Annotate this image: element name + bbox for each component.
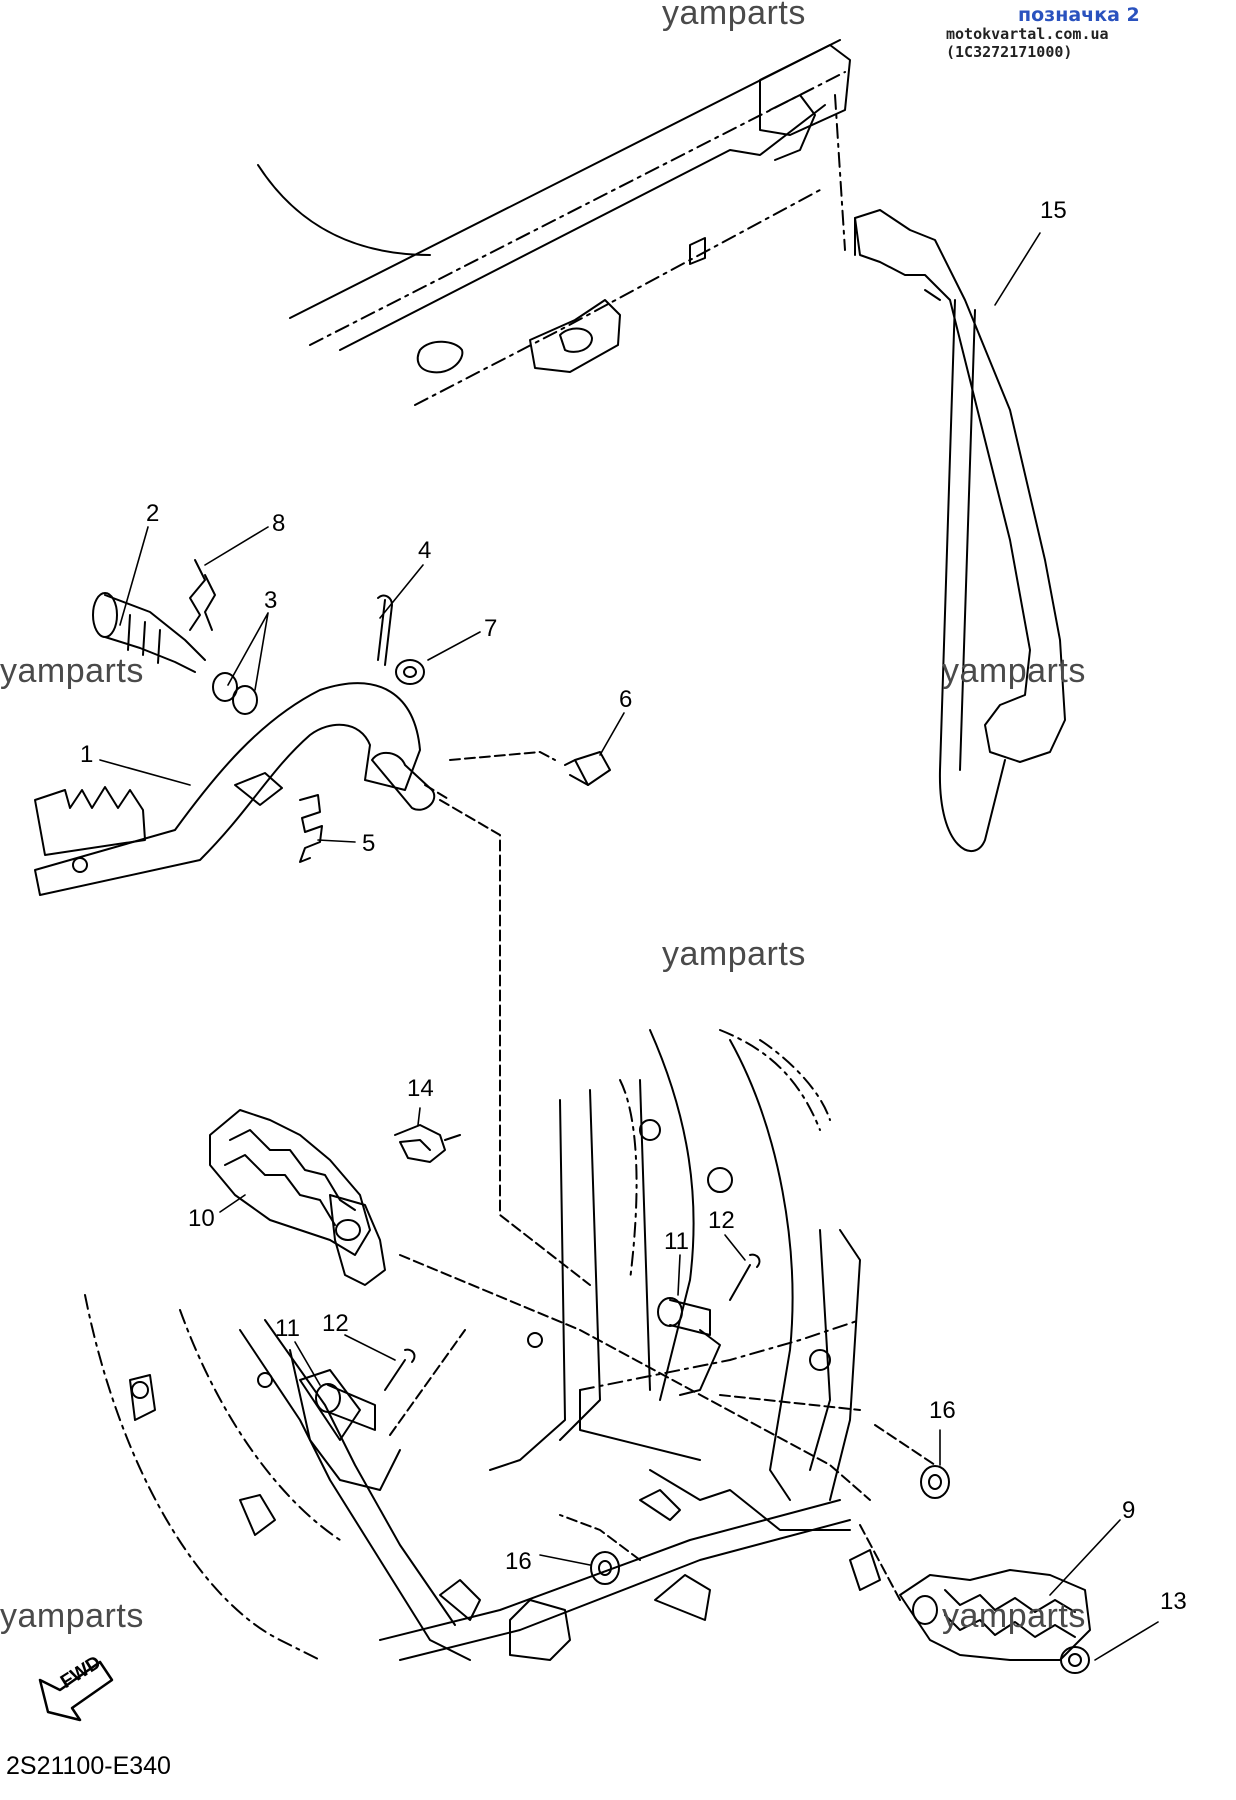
left-footrest: [209, 1109, 386, 1286]
callout-2: 2: [146, 500, 160, 527]
diagram-code: 2S21100-E340: [6, 1752, 171, 1780]
washer-left: [590, 1551, 620, 1585]
pivot-bolt: [92, 592, 206, 673]
header-label: позначка 2: [1018, 4, 1140, 26]
bolt-left: [315, 1383, 376, 1431]
brake-pedal: [34, 682, 436, 896]
clip: [189, 559, 216, 631]
callout-11: 11: [664, 1228, 689, 1255]
right-footrest: [899, 1569, 1091, 1661]
o-rings: [212, 672, 258, 715]
callout-5: 5: [362, 830, 376, 857]
callout-9: 9: [1122, 1497, 1136, 1524]
callout-1: 1: [80, 741, 94, 768]
callout-14: 14: [407, 1075, 434, 1102]
callout-11: 11: [275, 1315, 300, 1342]
callout-6: 6: [619, 686, 633, 713]
return-spring: [394, 1124, 461, 1163]
callout-12: 12: [708, 1207, 735, 1234]
watermark: yamparts: [942, 652, 1086, 690]
callout-16: 16: [505, 1548, 532, 1575]
callout-13: 13: [1160, 1588, 1187, 1615]
watermark: yamparts: [942, 1597, 1086, 1635]
cotter-ring: [1060, 1646, 1090, 1674]
callout-8: 8: [272, 510, 286, 537]
pin: [564, 751, 611, 786]
side-stand: [854, 209, 1066, 852]
upper-frame: [257, 39, 851, 406]
callout-4: 4: [418, 537, 432, 564]
callout-10: 10: [188, 1205, 215, 1232]
bolt-right: [657, 1297, 711, 1336]
spring: [299, 794, 323, 863]
callout-7: 7: [484, 615, 498, 642]
callout-12: 12: [322, 1310, 349, 1337]
watermark: yamparts: [0, 652, 144, 690]
washer: [395, 659, 425, 685]
forward-arrow-icon: [38, 1660, 114, 1722]
pin-left: [384, 1348, 416, 1391]
leader-lines: [99, 232, 1159, 1661]
watermark: yamparts: [662, 0, 806, 32]
watermark: yamparts: [662, 935, 806, 973]
washer-right: [920, 1465, 950, 1499]
pin-right: [729, 1253, 761, 1301]
watermark: yamparts: [0, 1597, 144, 1635]
callout-3: 3: [264, 587, 278, 614]
callout-15: 15: [1040, 197, 1067, 224]
assembly-lines: [389, 751, 936, 1601]
header-site: motokvartal.com.ua (1C3272171000): [946, 25, 1109, 61]
lower-frame: [84, 1029, 881, 1661]
callout-16: 16: [929, 1397, 956, 1424]
